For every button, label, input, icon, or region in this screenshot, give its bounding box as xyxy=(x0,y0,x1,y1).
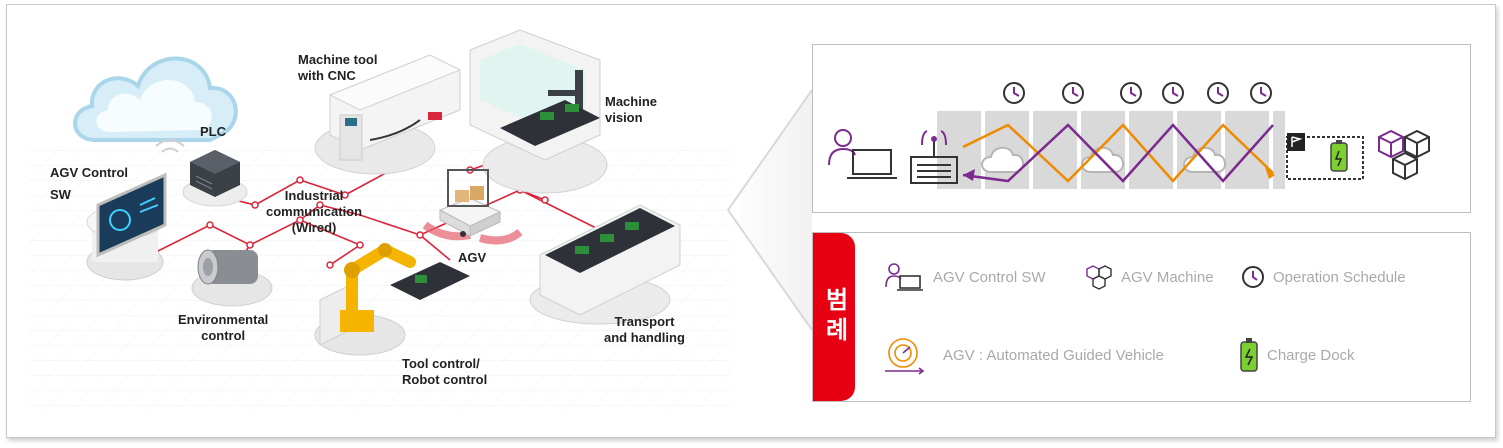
cubes-icon xyxy=(1086,265,1112,290)
legend-item-agv: AGV : Automated Guided Vehicle xyxy=(883,335,1164,375)
clock-icon xyxy=(1242,266,1264,288)
label-machine-tool: Machine tool with CNC xyxy=(298,52,378,83)
factory-illustration xyxy=(30,29,730,410)
user-laptop-icon xyxy=(885,263,923,291)
legend-tab: 범례 xyxy=(813,233,855,401)
router-icon xyxy=(910,130,958,184)
machine-vision xyxy=(469,29,608,194)
cubes-icon xyxy=(1378,129,1430,181)
label-plc: PLC xyxy=(200,124,226,139)
label-agv-control-sw: AGV Control SW xyxy=(50,165,128,202)
callout-arrow xyxy=(727,89,813,331)
legend-item-operation-schedule: Operation Schedule xyxy=(1241,265,1406,289)
clock-icon xyxy=(1003,82,1272,104)
cloud-icon xyxy=(73,56,238,142)
flag-icon xyxy=(1287,133,1305,151)
charge-dock-icon xyxy=(1240,338,1258,372)
legend-tab-label: 범례 xyxy=(820,287,848,347)
plc-device xyxy=(182,150,248,207)
agv-vehicle xyxy=(422,169,523,245)
label-environmental-control: Environmental control xyxy=(178,312,269,343)
scenario-graphic xyxy=(828,82,1430,189)
charge-dock-icon xyxy=(1330,140,1348,172)
legend-label-agv-machine: AGV Machine xyxy=(1121,268,1214,286)
legend-item-agv-machine: AGV Machine xyxy=(1085,263,1214,291)
transport-conveyor xyxy=(529,204,681,325)
wifi-icon xyxy=(155,139,185,153)
label-industrial-communication: Industrial communication (Wired) xyxy=(266,188,363,235)
environmental-motor xyxy=(191,249,273,307)
label-transport-handling: Transport and handling xyxy=(604,314,685,345)
user-laptop-icon xyxy=(828,129,897,179)
legend-label-charge-dock: Charge Dock xyxy=(1267,346,1355,364)
legend-label-operation-schedule: Operation Schedule xyxy=(1273,268,1406,286)
agv-scenario-panel xyxy=(812,44,1471,213)
legend-label-agv-control-sw: AGV Control SW xyxy=(933,268,1046,286)
legend-item-charge-dock: Charge Dock xyxy=(1239,337,1355,373)
robot-arm xyxy=(314,243,470,356)
label-machine-vision: Machine vision xyxy=(605,94,658,125)
legend-panel: 범례 AGV Control SW AGV Machine Operation … xyxy=(812,232,1471,402)
legend-label-agv: AGV : Automated Guided Vehicle xyxy=(943,346,1164,364)
agv-icon xyxy=(885,338,925,375)
legend-item-agv-control-sw: AGV Control SW xyxy=(885,263,1046,291)
machine-tool-cnc xyxy=(314,54,462,175)
label-tool-control: Tool control/ Robot control xyxy=(402,356,488,387)
label-agv: AGV xyxy=(458,250,487,265)
agv-control-monitor xyxy=(86,172,167,281)
